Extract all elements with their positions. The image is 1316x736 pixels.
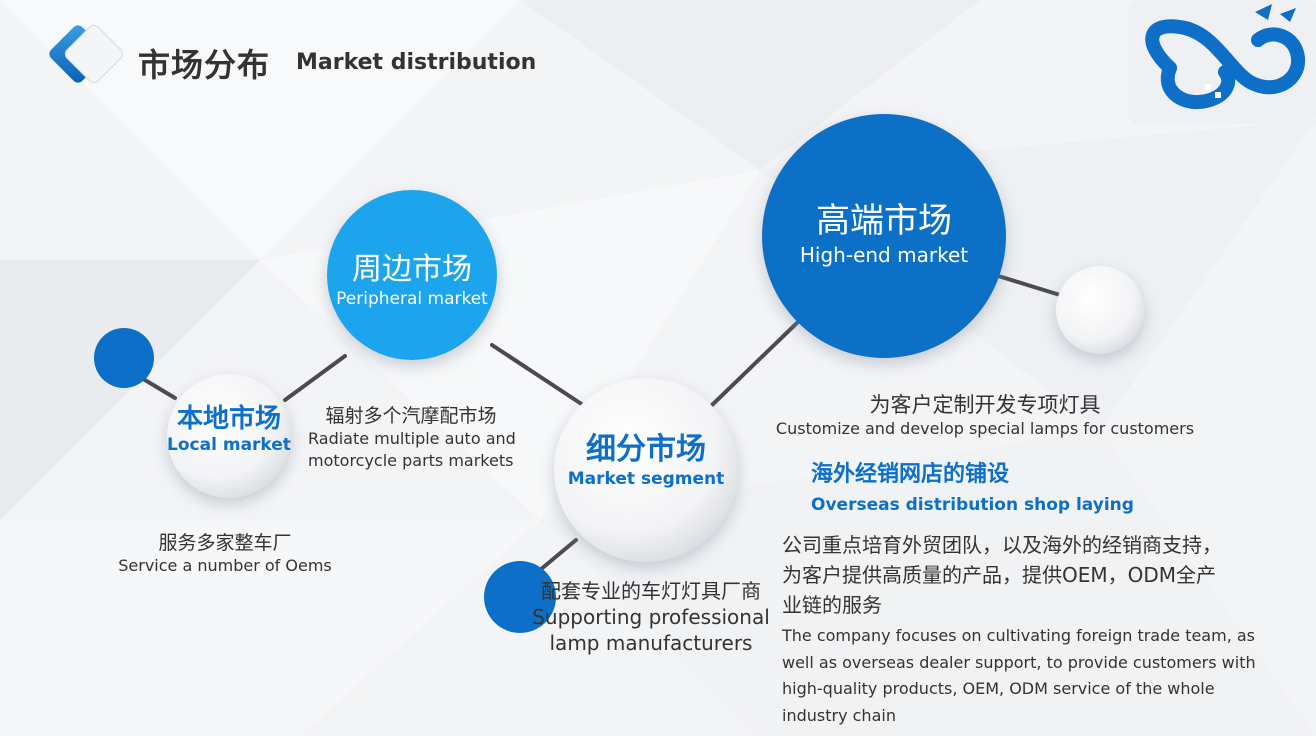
peripheral-market-en: Peripheral market: [336, 289, 488, 309]
connector-lines: [143, 273, 1062, 572]
overseas-body-zh: 公司重点培育外贸团队，以及海外的经销商支持， 为客户提供高质量的产品，提供OEM…: [782, 533, 1222, 617]
overseas-heading-zh: 海外经销网店的铺设: [811, 462, 1010, 487]
overseas-body-en: The company focuses on cultivating forei…: [782, 626, 1256, 725]
peripheral-market-zh: 周边市场: [352, 252, 472, 287]
infinity-bird-logo: [1128, 0, 1316, 124]
diamond-chevron-icon: [49, 24, 124, 84]
page-title-zh: 市场分布: [138, 46, 271, 84]
peripheral-market-circle: [327, 190, 497, 360]
highend-market-label: 高端市场 High-end market: [774, 200, 994, 268]
local-description: 服务多家整车厂 Service a number of Oems: [118, 532, 332, 575]
market-segment-en: Market segment: [567, 469, 725, 489]
highend-description: 为客户定制开发专项灯具 Customize and develop specia…: [775, 393, 1195, 438]
highend-market-circle: [762, 114, 1006, 358]
peripheral-market-label: 周边市场 Peripheral market: [327, 252, 497, 310]
highend-market-zh: 高端市场: [816, 201, 952, 241]
local-accent-dot: [94, 328, 154, 388]
page-title-en: Market distribution: [296, 50, 537, 75]
market-segment-circle: [554, 378, 738, 562]
overseas-heading-en: Overseas distribution shop laying: [811, 495, 1134, 515]
highend-market-en: High-end market: [799, 243, 969, 267]
local-market-label: 本地市场 Local market: [154, 404, 304, 456]
segment-description: 配套专业的车灯灯具厂商 Supporting professional lamp…: [532, 579, 770, 655]
local-market-en: Local market: [167, 435, 291, 455]
local-market-circle: [167, 374, 291, 498]
local-market-zh: 本地市场: [176, 404, 281, 434]
segment-accent-dot: [484, 561, 556, 633]
market-segment-zh: 细分市场: [586, 432, 706, 467]
market-segment-label: 细分市场 Market segment: [556, 432, 736, 490]
highend-accent-ball: [1056, 266, 1144, 354]
peripheral-description: 辐射多个汽摩配市场 Radiate multiple auto and moto…: [308, 405, 516, 470]
